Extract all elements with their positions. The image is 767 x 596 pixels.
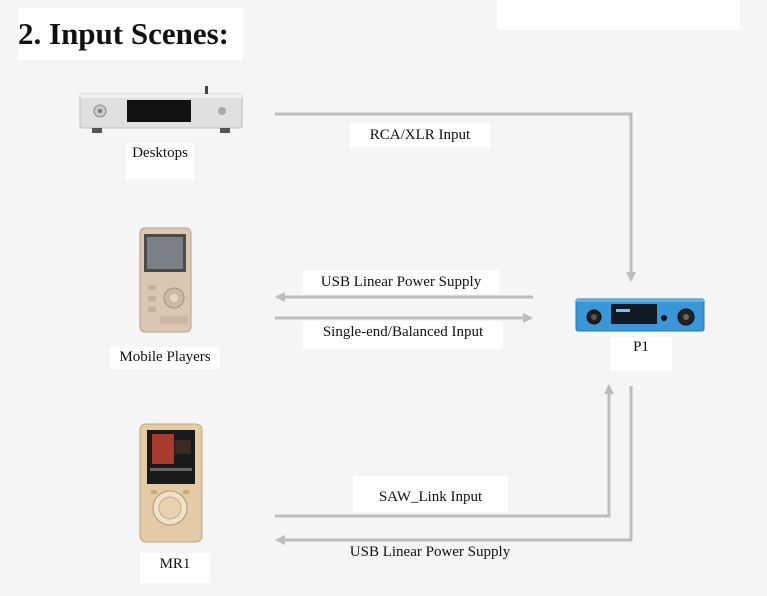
usb-linear-power-bottom-label: USB Linear Power Supply (349, 544, 511, 560)
saw-link-input-label: SAW_Link Input (353, 476, 508, 512)
page-title: 2. Input Scenes: (18, 8, 244, 60)
mr1-device-image (139, 423, 203, 543)
mobile-player-image (139, 227, 192, 333)
mr1-label: MR1 (140, 553, 210, 583)
single-end-balanced-input-label: Single-end/Balanced Input (303, 321, 503, 349)
p1-label: P1 (610, 337, 672, 371)
arrow-rca-xlr (275, 112, 636, 282)
desktop-device-image (79, 86, 243, 133)
arrow-usb-power-bottom (275, 386, 633, 545)
arrow-saw-link (275, 384, 614, 518)
mobile-players-label: Mobile Players (110, 347, 220, 369)
desktop-label: Desktops (126, 143, 194, 179)
rca-xlr-input-label: RCA/XLR Input (350, 123, 490, 147)
header-blank-box (497, 0, 740, 30)
p1-device-image (575, 298, 705, 332)
usb-linear-power-top-label: USB Linear Power Supply (303, 270, 499, 294)
